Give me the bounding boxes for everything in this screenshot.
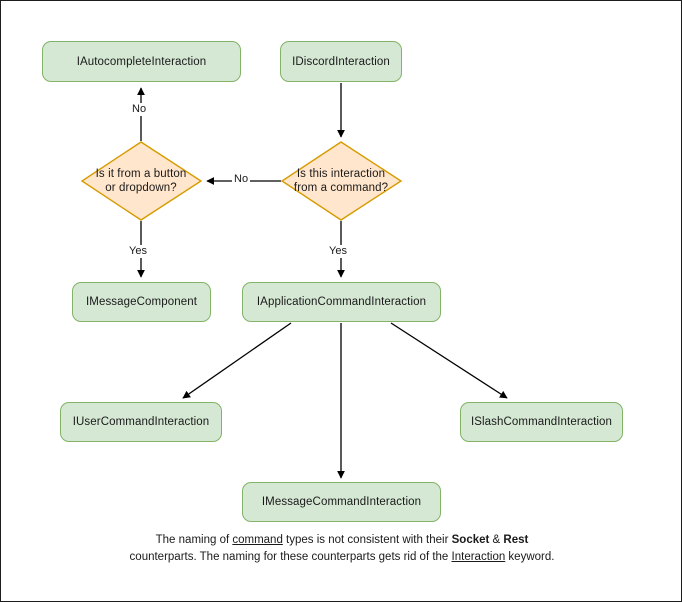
- node-button-or-dropdown-decision[interactable]: Is it from a button or dropdown?: [91, 153, 191, 209]
- node-is-command-decision[interactable]: Is this interaction from a command?: [287, 153, 395, 209]
- node-discord-interaction-label: IDiscordInteraction: [292, 55, 390, 68]
- caption-line1-part1: The naming of: [155, 534, 233, 546]
- caption-bold-socket: Socket: [451, 534, 490, 546]
- caption-line1-part2: types is not consistent with their: [282, 534, 449, 546]
- caption-line2-rest: counterparts. The naming for these: [129, 550, 309, 563]
- node-is-command-label: Is this interaction from a command?: [293, 168, 389, 194]
- node-user-command-interaction[interactable]: IUserCommandInteraction: [60, 402, 222, 442]
- caption-underline-command: command: [232, 534, 283, 546]
- edge-label-yes-right: Yes: [327, 245, 349, 258]
- edge-label-no-vertical: No: [130, 103, 149, 116]
- node-discord-interaction[interactable]: IDiscordInteraction: [280, 41, 402, 82]
- node-application-command-interaction-label: IApplicationCommandInteraction: [256, 296, 427, 308]
- node-autocomplete-interaction-label: IAutocompleteInteraction: [76, 55, 207, 68]
- edge-application-to-slash-command: [390, 322, 508, 399]
- node-slash-command-interaction[interactable]: ISlashCommandInteraction: [460, 402, 623, 442]
- node-button-or-dropdown-label: Is it from a button or dropdown?: [95, 168, 187, 194]
- node-slash-command-interaction-label: ISlashCommandInteraction: [470, 416, 613, 428]
- caption-bold-rest: Rest: [503, 534, 529, 546]
- node-message-command-interaction[interactable]: IMessageCommandInteraction: [242, 482, 441, 522]
- node-application-command-interaction[interactable]: IApplicationCommandInteraction: [242, 282, 441, 322]
- diagram-caption: The naming of command types is not consi…: [121, 532, 563, 565]
- node-autocomplete-interaction[interactable]: IAutocompleteInteraction: [42, 41, 241, 82]
- caption-line3-part2: keyword.: [505, 550, 555, 563]
- node-message-component[interactable]: IMessageComponent: [72, 282, 211, 322]
- caption-ampersand: &: [489, 534, 504, 546]
- node-user-command-interaction-label: IUserCommandInteraction: [72, 416, 210, 428]
- edge-application-to-user-command: [182, 322, 292, 399]
- caption-line3-part1: counterparts gets rid of the: [311, 550, 452, 563]
- node-message-command-interaction-label: IMessageCommandInteraction: [261, 496, 422, 508]
- node-message-component-label: IMessageComponent: [85, 296, 197, 308]
- caption-underline-interaction: Interaction: [451, 550, 506, 563]
- edge-label-no-horizontal: No: [232, 173, 251, 186]
- edge-label-yes-left: Yes: [127, 245, 149, 258]
